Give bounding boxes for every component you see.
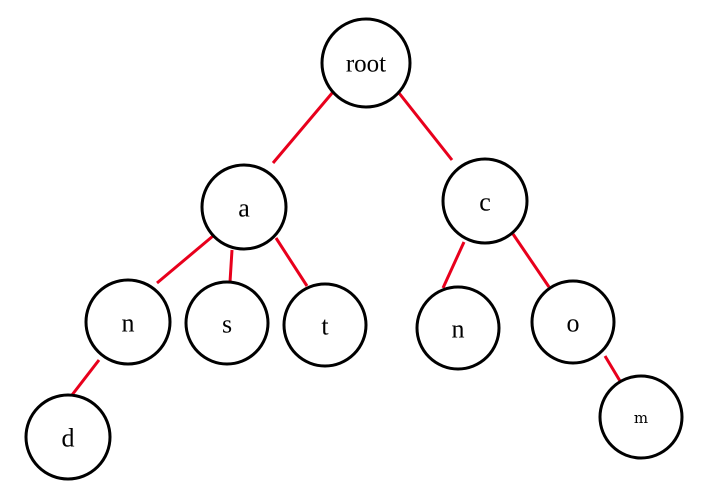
node-circle-n1: [84, 278, 172, 366]
tree-edge-a-to-t: [274, 237, 309, 287]
node-label-t: t: [321, 312, 329, 341]
node-circle-m: [598, 374, 684, 460]
tree-edge-a-to-n1: [156, 234, 214, 285]
tree-edge-o-to-m: [603, 355, 622, 382]
tree-node-c[interactable]: c: [441, 157, 529, 245]
node-label-s: s: [222, 310, 232, 339]
nodes-group: root a c n s t n o d m: [24, 17, 684, 481]
tree-edge-root-to-c: [397, 92, 454, 161]
node-label-c: c: [479, 188, 491, 217]
node-circle-root: [320, 17, 412, 109]
tree-edge-c-to-o: [511, 233, 551, 288]
tree-node-t[interactable]: t: [282, 282, 368, 368]
node-circle-d: [24, 393, 112, 481]
tree-node-n2[interactable]: n: [415, 285, 501, 371]
tree-node-o[interactable]: o: [530, 279, 616, 365]
tree-edge-root-to-a: [271, 91, 335, 164]
tree-node-root[interactable]: root: [320, 17, 412, 109]
tree-node-n1[interactable]: n: [84, 278, 172, 366]
node-circle-t: [282, 282, 368, 368]
node-circle-c: [441, 157, 529, 245]
node-label-a: a: [238, 194, 250, 223]
tree-node-a[interactable]: a: [200, 163, 288, 251]
node-label-m: m: [634, 409, 648, 427]
node-circle-o: [530, 279, 616, 365]
tree-node-m[interactable]: m: [598, 374, 684, 460]
node-label-root: root: [346, 51, 386, 78]
node-circle-a: [200, 163, 288, 251]
tree-node-d[interactable]: d: [24, 393, 112, 481]
node-circle-s: [184, 280, 270, 366]
tree-edge-c-to-n2: [441, 241, 466, 289]
tree-edge-n1-to-d: [70, 359, 101, 396]
node-label-n2: n: [452, 315, 465, 344]
edges-group: [70, 91, 622, 396]
tree-edge-a-to-s: [228, 249, 234, 283]
tree-node-s[interactable]: s: [184, 280, 270, 366]
node-label-d: d: [62, 424, 75, 453]
node-label-n1: n: [122, 309, 135, 338]
node-circle-n2: [415, 285, 501, 371]
node-label-o: o: [567, 309, 580, 338]
